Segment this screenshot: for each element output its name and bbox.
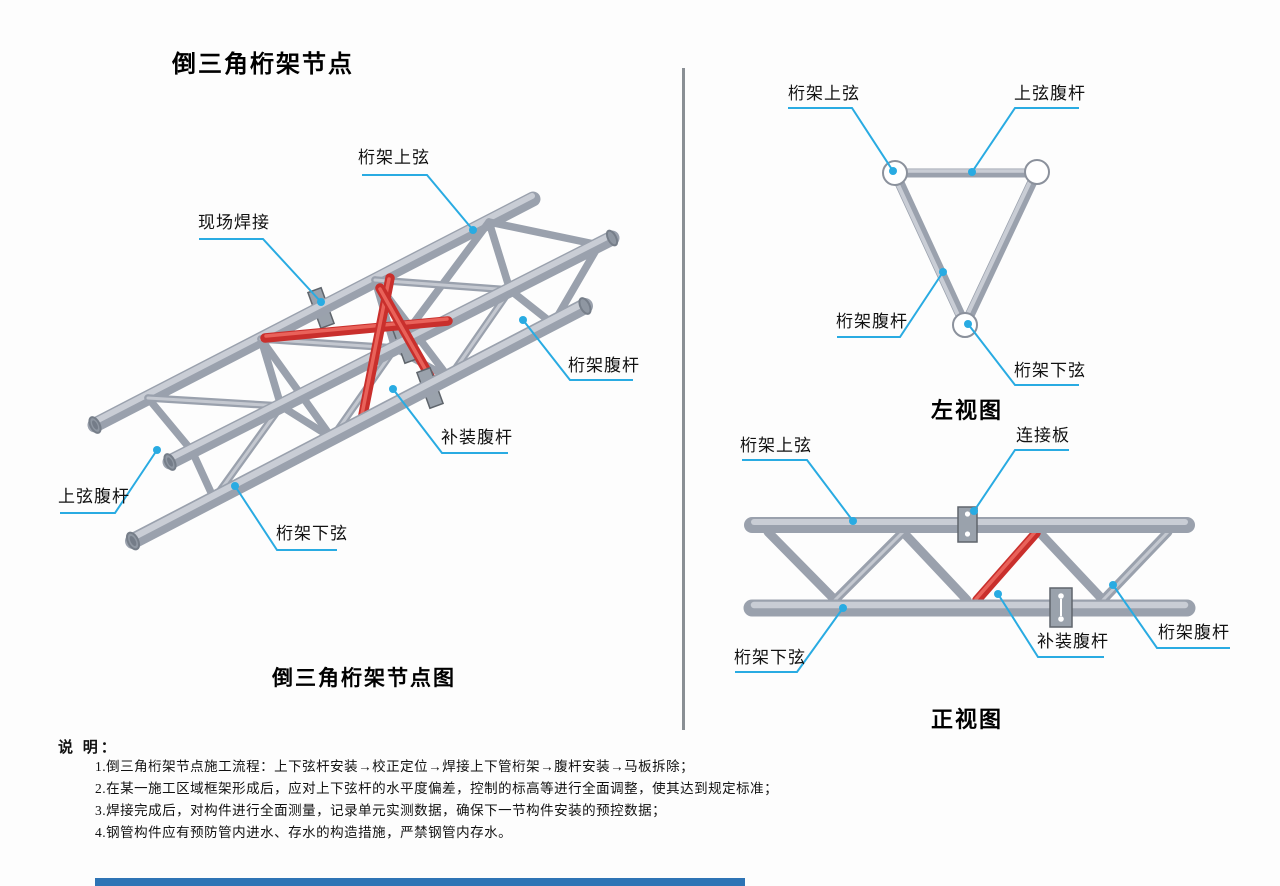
iso-red-infill-webs <box>260 273 453 425</box>
iso-near-top-chord <box>162 230 620 470</box>
iso-bottom-chord-end-cap <box>125 531 141 551</box>
front-view-leaders <box>735 449 1230 673</box>
left-view-drawing <box>788 107 1079 386</box>
footer-accent-bar <box>95 878 745 886</box>
lv-left-web <box>890 168 970 330</box>
iso-leader-infill-web <box>392 388 508 454</box>
iso-leader-web-member <box>522 319 633 381</box>
fv-leader-bottom-chord <box>735 607 844 673</box>
fv-leader-infill-web-dot <box>994 590 1002 598</box>
lv-left-web-highlight <box>891 172 965 328</box>
iso-far-top-chord <box>87 191 541 433</box>
fv-label-top-chord: 桁架上弦 <box>740 436 812 455</box>
note-item-1: 1.倒三角桁架节点施工流程：上下弦杆安装→校正定位→焊接上下管桁架→腹杆安装→马… <box>95 759 695 774</box>
iso-leader-top-chord-web <box>60 449 158 514</box>
front-view-caption: 正视图 <box>930 707 1003 732</box>
lv-right-web-highlight <box>961 169 1037 326</box>
iso-leader-site-weld-dot <box>317 298 325 306</box>
fv-label-infill-web: 补装腹杆 <box>1037 632 1109 651</box>
lv-label-bottom-chord: 桁架下弦 <box>1014 361 1086 380</box>
fv-leader-gusset-plate <box>973 449 1069 512</box>
fv-connection-plate-top <box>957 506 978 543</box>
lv-leader-bottom-chord <box>967 323 1079 386</box>
iso-view-drawing <box>60 174 633 551</box>
iso-far-top-chord-highlight <box>93 193 535 424</box>
notes-heading: 说 明： <box>58 740 119 756</box>
fv-label-gusset-plate: 连接板 <box>1016 426 1070 445</box>
note-item-2: 2.在某一施工区域框架形成后，应对上下弦杆的水平度偏差，控制的标高等进行全面调整… <box>95 781 779 796</box>
fv-leader-top-chord-dot <box>849 517 857 525</box>
page-title: 倒三角桁架节点 <box>172 52 354 78</box>
iso-bottom-chord-far-cap <box>578 297 592 315</box>
lv-leader-top-chord-dot <box>889 167 897 175</box>
iso-label-top-chord-web: 上弦腹杆 <box>58 487 130 506</box>
iso-near-top-chord-highlight <box>168 232 614 461</box>
lv-leader-web-member-dot <box>939 268 947 276</box>
lv-leader-top-chord-web <box>971 107 1079 173</box>
fv-connection-plate-bottom <box>1049 587 1073 628</box>
iso-view-caption: 倒三角桁架节点图 <box>272 666 456 690</box>
iso-web-far-1 <box>257 335 336 442</box>
iso-leader-top-chord-dot <box>469 226 477 234</box>
lv-leader-web-member <box>837 271 944 338</box>
lv-label-top-chord: 桁架上弦 <box>788 84 860 103</box>
lv-leader-top-chord-web-dot <box>968 168 976 176</box>
iso-near-chord-far-cap <box>605 229 619 247</box>
iso-leader-bottom-chord-dot <box>231 482 239 490</box>
iso-leader-top-chord-web-dot <box>153 446 161 454</box>
lv-label-top-chord-web: 上弦腹杆 <box>1014 84 1086 103</box>
iso-leader-top-chord <box>362 174 474 231</box>
left-view-caption: 左视图 <box>930 398 1003 423</box>
left-view-leaders <box>788 107 1079 386</box>
panel-divider <box>682 68 685 730</box>
fv-label-bottom-chord: 桁架下弦 <box>734 648 806 667</box>
note-item-3: 3.焊接完成后，对构件进行全面测量，记录单元实测数据，确保下一节构件安装的预控数… <box>95 803 667 818</box>
iso-label-site-weld: 现场焊接 <box>198 213 270 232</box>
fv-leader-bottom-chord-dot <box>839 604 847 612</box>
front-view-drawing <box>735 449 1230 673</box>
iso-far-chord-end-cap <box>88 416 102 434</box>
iso-leader-web-member-dot <box>519 316 527 324</box>
lv-right-web <box>960 167 1042 330</box>
fv-red-infill-web <box>972 528 1041 605</box>
iso-label-top-chord: 桁架上弦 <box>358 148 430 167</box>
iso-near-chord-end-cap <box>163 453 177 471</box>
lv-leader-top-chord <box>788 107 894 172</box>
iso-label-web-member: 桁架腹杆 <box>568 356 640 375</box>
iso-bottom-chord-highlight <box>130 299 588 541</box>
iso-leader-site-weld <box>199 238 322 303</box>
lv-leader-bottom-chord-dot <box>964 320 972 328</box>
iso-label-infill-web: 补装腹杆 <box>441 428 513 447</box>
fv-leader-web-member-dot <box>1109 581 1117 589</box>
iso-label-bottom-chord: 桁架下弦 <box>276 524 348 543</box>
lv-label-web-member: 桁架腹杆 <box>836 312 908 331</box>
fv-leader-gusset-plate-dot <box>970 507 978 515</box>
iso-leader-bottom-chord <box>234 485 337 551</box>
fv-label-web-member: 桁架腹杆 <box>1158 623 1230 642</box>
fv-leader-web-member <box>1112 584 1230 649</box>
lv-top-right-node <box>1024 159 1050 185</box>
iso-leader-infill-web-dot <box>389 385 397 393</box>
iso-leaders <box>60 174 633 551</box>
fv-leader-top-chord <box>742 459 854 522</box>
note-item-4: 4.钢管构件应有预防管内进水、存水的构造措施，严禁钢管内存水。 <box>95 825 513 840</box>
fv-leader-infill-web <box>997 593 1104 658</box>
